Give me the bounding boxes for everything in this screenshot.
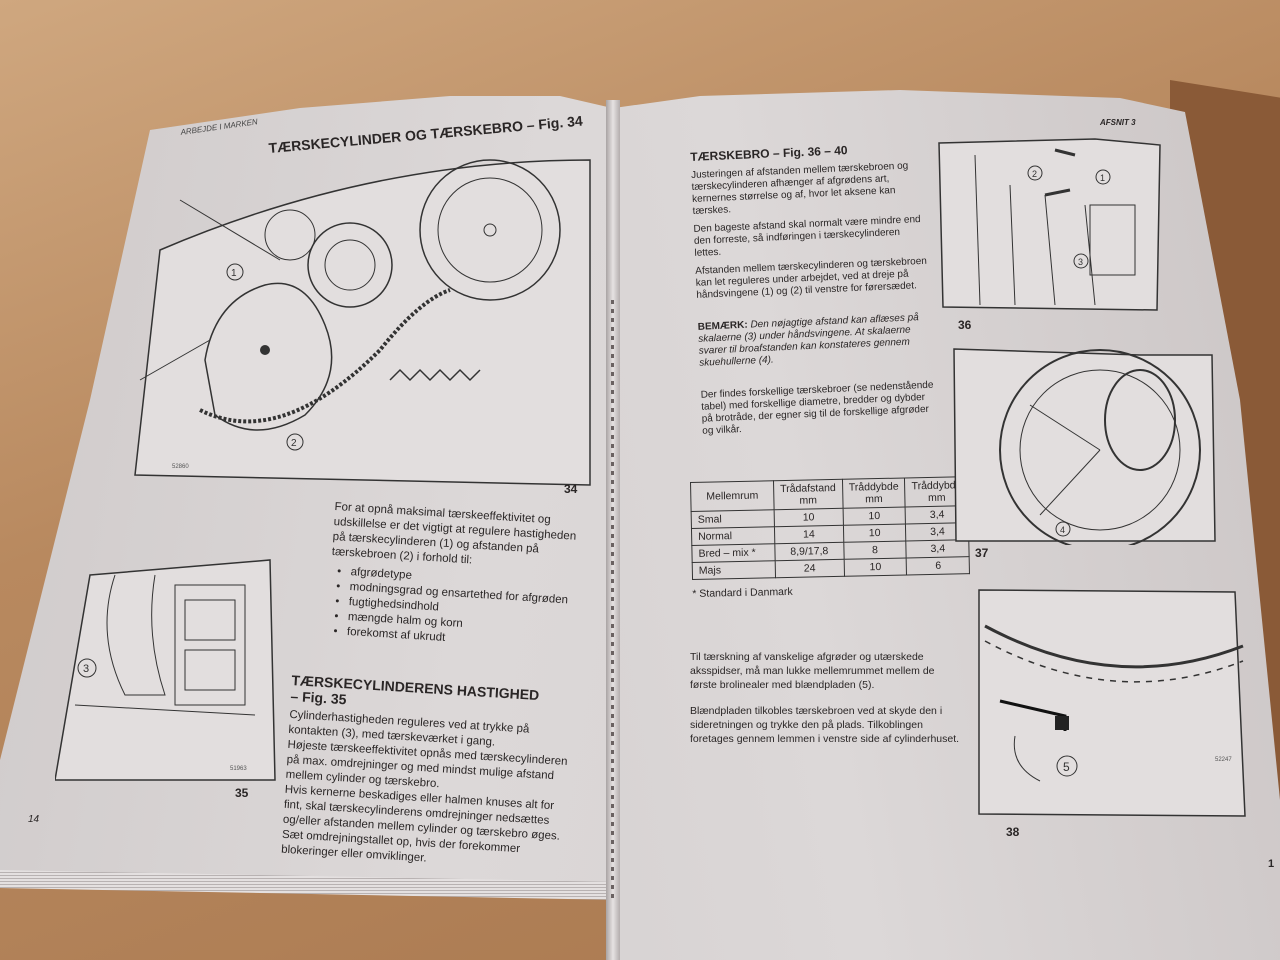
figure-number-38: 38 [1006, 825, 1020, 839]
left-section: TÆRSKECYLINDERENS HASTIGHED – Fig. 35 Cy… [281, 672, 582, 875]
figure-code: 52247 [1215, 757, 1232, 763]
callout-2: 2 [1032, 169, 1037, 179]
figure-number-37: 37 [975, 546, 989, 560]
page-number-left: 14 [28, 814, 40, 825]
callout-3: 3 [1078, 257, 1083, 267]
callout-3: 3 [83, 663, 89, 675]
figure-34-cylinder-drawing: 1 2 52860 [134, 159, 591, 486]
figure-36-handwheels-drawing: 2 1 3 [938, 138, 1161, 311]
left-body: For at opnå maksimal tærskeeffektivitet … [327, 500, 585, 654]
figure-number-34: 34 [564, 482, 578, 496]
right-body-2: Til tærskning af vanskelige afgrøder og … [690, 650, 960, 746]
wire-spacing-table-wrap: Mellemrum Trådafstand mm Tråddybde mm Tr… [690, 476, 971, 600]
paragraph: Den bageste afstand skal normalt være mi… [693, 214, 921, 259]
figure-number-36: 36 [958, 318, 972, 332]
figure-number-35: 35 [235, 786, 249, 800]
paragraph: Justeringen af afstanden mellem tærskebr… [690, 160, 909, 217]
cell: 14 [774, 525, 844, 544]
header-cell: Trådafstand mm [773, 479, 843, 510]
cell: 24 [775, 559, 845, 578]
cell: 8 [843, 540, 907, 560]
cell: 10 [774, 508, 844, 527]
figure-35-control-drawing: 3 51963 [55, 559, 276, 781]
figure-37-inspection-hole-drawing: 4 [953, 348, 1216, 545]
figure-38-blanking-plate-drawing: 5 52247 [978, 589, 1246, 817]
cell: Majs [692, 560, 776, 580]
cell: Bred – mix * [691, 543, 776, 563]
header-cell: Mellemrum [690, 480, 775, 512]
cell: Normal [691, 526, 775, 546]
callout-1: 1 [1100, 173, 1105, 183]
factor-list: afgrødetype modningsgrad og ensartethed … [327, 564, 581, 654]
note: BEMÆRK: Den nøjagtige afstand kan aflæse… [698, 312, 935, 370]
wire-spacing-table: Mellemrum Trådafstand mm Tråddybde mm Tr… [690, 476, 970, 580]
paragraph: Afstanden mellem tærskecylinderen og tær… [695, 255, 928, 301]
binding-stitches [611, 300, 614, 900]
callout-5: 5 [1063, 760, 1070, 774]
cell: 8,9/17,8 [774, 542, 844, 561]
cell: 10 [843, 523, 907, 543]
right-body: TÆRSKEBRO – Fig. 36 – 40 Justeringen af … [690, 140, 937, 438]
page-number-right: 1 [1268, 858, 1275, 870]
table-intro: Der findes forskellige tærskebroer (se n… [700, 379, 934, 437]
cell: 10 [842, 506, 906, 526]
running-header-right: AFSNIT 3 [1100, 118, 1136, 127]
callout-4: 4 [1060, 525, 1065, 535]
cell: 10 [843, 557, 907, 577]
note-label: BEMÆRK: [697, 319, 748, 333]
cell: 6 [906, 556, 970, 575]
figure-code: 52860 [172, 464, 189, 470]
header-cell: Tråddybde mm [842, 477, 906, 509]
paragraph: Blændpladen tilkobles tærskebroen ved at… [690, 705, 960, 745]
figure-code: 51963 [230, 766, 247, 772]
paragraph: Til tærskning af vanskelige afgrøder og … [690, 651, 935, 691]
callout-2: 2 [291, 438, 297, 449]
cell: Smal [691, 509, 775, 529]
callout-1: 1 [231, 268, 237, 279]
